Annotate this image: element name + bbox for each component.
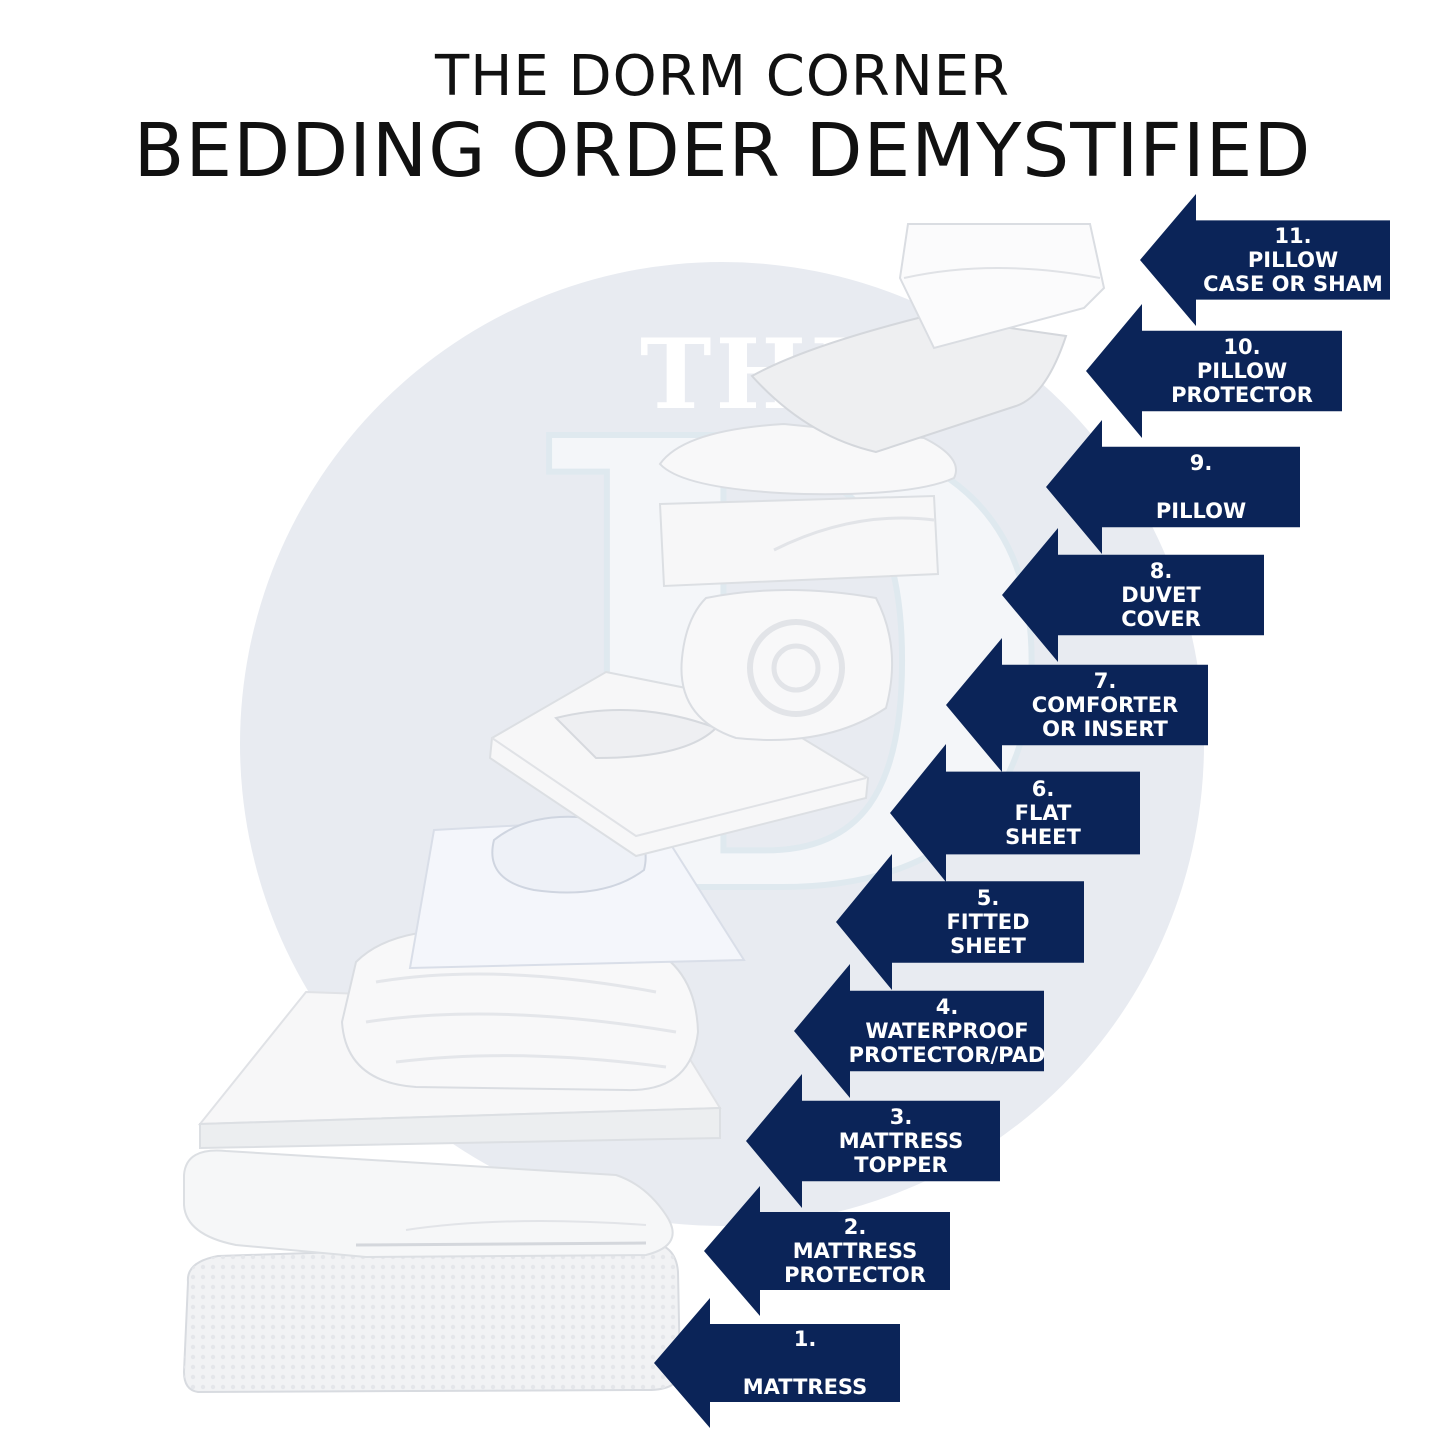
page-title: BEDDING ORDER DEMYSTIFIED [133, 108, 1312, 194]
step-line1: PILLOW [1247, 248, 1339, 272]
arrow-left-icon [836, 854, 1084, 990]
step-line2: CASE OR SHAM [1203, 272, 1383, 296]
step-line2: PROTECTOR [1171, 383, 1313, 407]
step-label: 9. PILLOW [1102, 420, 1300, 554]
step-number: 1. [793, 1327, 817, 1351]
mattress-protector-image [176, 1145, 686, 1265]
step-arrow-1: 1. MATTRESS [654, 1298, 900, 1428]
arrow-shape [1046, 420, 1300, 554]
arrow-shape [704, 1186, 950, 1316]
arrow-left-icon [704, 1186, 950, 1316]
arrow-shape [1086, 304, 1342, 438]
pillow-case-image [894, 218, 1110, 354]
step-line2: PROTECTOR/PAD [848, 1043, 1046, 1067]
arrow-left-icon [946, 638, 1208, 772]
arrow-shape [1002, 528, 1264, 662]
step-number: 8. [1149, 559, 1173, 583]
arrow-left-icon [1140, 194, 1390, 326]
pillow-protector-image [746, 306, 1078, 456]
step-number: 5. [976, 886, 1000, 910]
flat-sheet-image [486, 668, 876, 860]
arrow-left-icon [794, 964, 1044, 1098]
step-number: 11. [1274, 224, 1312, 248]
step-line1: COMFORTER [1031, 693, 1179, 717]
step-number: 3. [889, 1105, 913, 1129]
step-line2: MATTRESS [742, 1375, 868, 1399]
step-line2: TOPPER [854, 1153, 948, 1177]
step-number: 9. [1189, 451, 1213, 475]
duvet-cover-image [654, 490, 944, 592]
step-line2: PROTECTOR [784, 1263, 926, 1287]
arrow-left-icon [1046, 420, 1300, 554]
step-arrow-9: 9. PILLOW [1046, 420, 1300, 554]
step-line1: MATTRESS [838, 1129, 964, 1153]
step-line2: PILLOW [1155, 499, 1247, 523]
arrow-left-icon [1002, 528, 1264, 662]
step-line1: DUVET [1121, 583, 1201, 607]
arrow-shape [794, 964, 1044, 1098]
step-line1: FLAT [1014, 801, 1072, 825]
step-line1: PILLOW [1196, 359, 1288, 383]
step-number: 4. [935, 995, 959, 1019]
step-number: 10. [1223, 335, 1261, 359]
step-line2: SHEET [1005, 825, 1081, 849]
arrow-left-icon [746, 1074, 1000, 1208]
step-line2: SHEET [950, 934, 1026, 958]
arrow-left-icon [890, 744, 1140, 882]
step-line1: MATTRESS [792, 1239, 918, 1263]
brand-title: THE DORM CORNER [435, 44, 1010, 109]
arrow-shape [890, 744, 1140, 882]
step-line2: COVER [1121, 607, 1201, 631]
arrow-left-icon [654, 1298, 900, 1428]
comforter-insert-image [676, 588, 902, 746]
step-number: 2. [843, 1215, 867, 1239]
arrow-shape [1140, 194, 1390, 326]
step-line2: OR INSERT [1042, 717, 1168, 741]
step-number: 6. [1031, 777, 1055, 801]
arrow-shape [836, 854, 1084, 990]
arrow-shape [946, 638, 1208, 772]
step-number: 7. [1093, 669, 1117, 693]
step-line1: WATERPROOF [865, 1019, 1029, 1043]
arrow-shape [654, 1298, 900, 1428]
step-line1: FITTED [946, 910, 1030, 934]
arrow-shape [746, 1074, 1000, 1208]
arrow-left-icon [1086, 304, 1342, 438]
step-label: 1. MATTRESS [710, 1298, 900, 1428]
